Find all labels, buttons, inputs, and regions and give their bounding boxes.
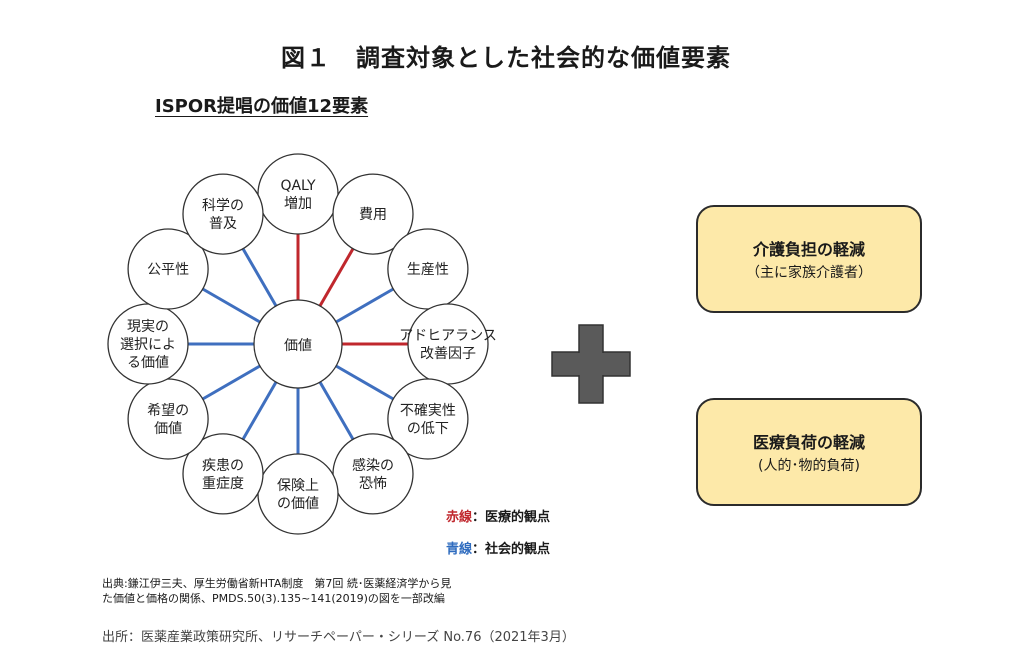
- diagram-subtitle: ISPOR提唱の価値12要素: [155, 96, 369, 117]
- value-node-circle: [182, 433, 264, 515]
- value-node-circle: [332, 173, 414, 255]
- value-node-label: 疾患の: [202, 458, 244, 474]
- care-burden-box: 介護負担の軽減 （主に家族介護者）: [696, 205, 922, 313]
- medical-burden-title: 医療負荷の軽減: [752, 433, 865, 452]
- value-node-label: 普及: [209, 216, 237, 232]
- connector-line: [241, 381, 278, 441]
- care-burden-sub: （主に家族介護者）: [746, 265, 872, 281]
- connector-line: [318, 247, 355, 307]
- medical-burden-sub: (人的･物的負荷): [758, 458, 860, 474]
- value-node: QALY 増加: [257, 153, 339, 235]
- value-node-label: 公平性: [147, 262, 189, 278]
- legend-red-key: 赤線: [446, 510, 473, 525]
- value-node-label: の価値: [277, 496, 319, 512]
- value-node-label: アドヒアランス: [399, 328, 497, 344]
- legend-red-text: ：医療的観点: [472, 510, 551, 525]
- connector-line: [318, 381, 355, 441]
- legend-blue: 青線：社会的観点: [446, 538, 550, 557]
- value-node-label: の低下: [407, 421, 449, 437]
- value-node-label: 保険上: [277, 478, 319, 494]
- center-node-circle: [253, 299, 343, 389]
- legend-red: 赤線：医療的観点: [446, 506, 550, 525]
- legend-blue-text: ：社会的観点: [472, 542, 551, 557]
- medical-burden-box: 医療負荷の軽減 (人的･物的負荷): [696, 398, 922, 506]
- value-node-label: 恐怖: [359, 475, 387, 492]
- value-node-label: る価値: [127, 355, 169, 371]
- value-node-circle: [407, 303, 489, 385]
- center-node-label: 価値: [284, 338, 312, 354]
- center-node: 価値: [253, 299, 343, 389]
- value-node: 公平性: [127, 228, 209, 310]
- value-node-label: 現実の: [127, 319, 169, 335]
- connector-line: [335, 364, 395, 401]
- value-node: 生産性: [387, 228, 469, 310]
- connector-line: [335, 287, 395, 324]
- citation-note: 出典:鎌江伊三夫、厚生労働省新HTA制度 第7回 続･医薬経済学から見 た価値と…: [102, 576, 451, 606]
- value-node-circle: [257, 453, 339, 535]
- value-node-label: 改善因子: [420, 346, 476, 362]
- value-node-circle: [127, 228, 209, 310]
- connector-line: [241, 247, 278, 307]
- value-node-label: 希望の: [147, 403, 189, 419]
- value-node-label: 費用: [359, 207, 387, 223]
- plus-icon: [551, 324, 631, 404]
- legend-blue-key: 青線: [446, 542, 473, 557]
- value-node-circle: [127, 378, 209, 460]
- value-node-label: 選択によ: [120, 337, 176, 353]
- citation-line-1: 出典:鎌江伊三夫、厚生労働省新HTA制度 第7回 続･医薬経済学から見: [102, 577, 452, 590]
- value-node-label: 増加: [284, 196, 312, 212]
- citation-line-2: た価値と価格の関係、PMDS.50(3).135~141(2019)の図を一部改…: [102, 592, 445, 605]
- value-node-label: 不確実性: [400, 403, 456, 419]
- value-node-circle: [182, 173, 264, 255]
- value-node-circle: [387, 378, 469, 460]
- value-node-label: 生産性: [407, 262, 449, 278]
- connector-line: [201, 287, 261, 324]
- source-text: 出所：医薬産業政策研究所、リサーチペーパー・シリーズ No.76（2021年3月…: [102, 630, 575, 645]
- connector-line: [201, 364, 261, 401]
- value-node-label: 価値: [154, 421, 182, 437]
- value-node-label: 感染の: [352, 457, 394, 474]
- value-node: 費用: [332, 173, 414, 255]
- value-node-circle: [257, 153, 339, 235]
- value-node-label: QALY: [280, 178, 316, 194]
- figure-title: 図１ 調査対象とした社会的な価値要素: [281, 44, 731, 72]
- care-burden-title: 介護負担の軽減: [752, 240, 865, 259]
- value-node-label: 重症度: [202, 476, 244, 492]
- value-node-label: 科学の: [202, 198, 244, 214]
